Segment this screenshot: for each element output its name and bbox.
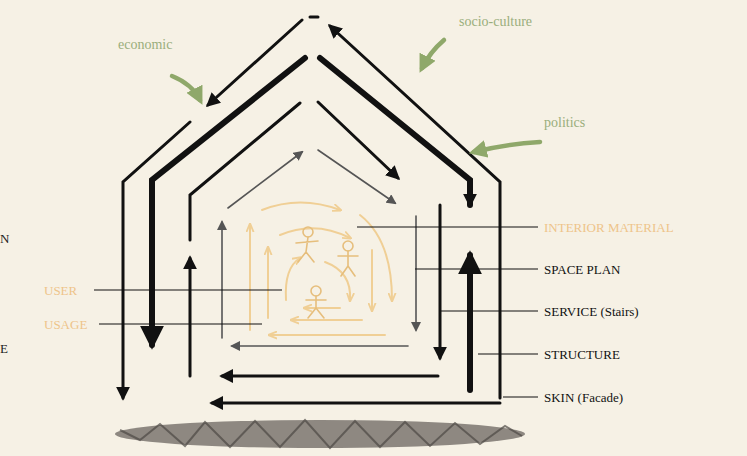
force-arrows bbox=[172, 40, 540, 152]
service-layer bbox=[190, 102, 440, 376]
layer-label: STRUCTURE bbox=[544, 348, 620, 361]
skin-layer bbox=[123, 17, 500, 403]
force-label: politics bbox=[544, 116, 585, 130]
interior-label: USER bbox=[44, 284, 77, 297]
space-plan-layer bbox=[222, 150, 416, 346]
leader-lines bbox=[94, 227, 538, 397]
force-label: economic bbox=[118, 38, 172, 52]
interior-usage-loops bbox=[250, 203, 392, 336]
layer-label: SPACE PLAN bbox=[544, 263, 620, 276]
ground-scribble bbox=[115, 420, 525, 448]
layer-label: SKIN (Facade) bbox=[544, 391, 623, 404]
layer-label: SERVICE (Stairs) bbox=[544, 305, 639, 318]
layer-label: INTERIOR MATERIAL bbox=[544, 221, 674, 234]
cropped-label: N bbox=[0, 232, 9, 245]
cropped-label: E bbox=[0, 342, 8, 355]
structure-layer bbox=[152, 58, 470, 390]
force-label: socio-culture bbox=[459, 15, 532, 29]
interior-label: USAGE bbox=[44, 318, 87, 331]
user-figures bbox=[296, 227, 358, 318]
